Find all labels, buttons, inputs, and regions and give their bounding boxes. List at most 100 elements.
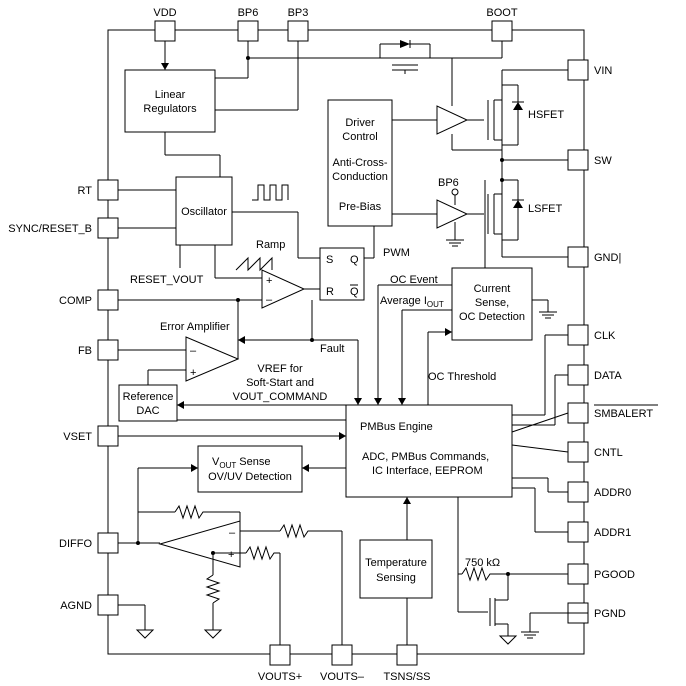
pin-clk [567, 324, 589, 346]
average-iout-main: Average I [380, 295, 427, 307]
pin-pgnd-label: PGND [594, 608, 626, 620]
pin-vin-label: VIN [594, 65, 612, 77]
pin-pgood [567, 563, 589, 585]
pin-vin [567, 59, 589, 81]
pin-data-label: DATA [594, 370, 622, 382]
latch-r: R [326, 286, 334, 298]
pmbus-engine-line2: ADC, PMBus Commands, [362, 451, 489, 463]
resistor-750k [461, 566, 508, 582]
oscillator-block [175, 176, 233, 246]
hsfet-label: HSFET [528, 109, 564, 121]
pin-smbalert-label: SMBALERT [594, 408, 653, 420]
pin-tsns-ss-label: TSNS/SS [383, 671, 430, 683]
diff-amp-plus: + [228, 549, 234, 561]
pin-agnd [97, 594, 119, 616]
pwm-label: PWM [383, 247, 410, 259]
diff-amp-feedback-resistor [174, 504, 240, 520]
differential-amplifier [158, 520, 241, 568]
lsfet-label: LSFET [528, 203, 563, 215]
vref-note-line3: VOUT_COMMAND [233, 391, 328, 403]
pin-fb [97, 339, 119, 361]
pin-vdd [154, 20, 176, 42]
sr-latch [319, 247, 365, 301]
vref-note-line2: Soft-Start and [246, 377, 314, 389]
driver-control-line2: Control [342, 131, 377, 143]
diff-amp-ground-resistor [205, 574, 221, 604]
oc-event-label: OC Event [390, 274, 438, 286]
pin-boot-label: BOOT [486, 7, 517, 19]
pin-vouts-plus [269, 644, 291, 666]
pin-bp6-label: BP6 [238, 7, 259, 19]
linear-regulators-line2: Regulators [143, 103, 197, 115]
pin-vset [97, 425, 119, 447]
pin-smbalert [567, 402, 589, 424]
left-pins: RT SYNC/RESET_B COMP FB VSET DIFFO AGND [8, 179, 119, 616]
pin-agnd-label: AGND [60, 600, 92, 612]
ramp-label: Ramp [256, 239, 285, 251]
pin-comp [97, 289, 119, 311]
vout-sense-block [197, 445, 303, 493]
vout-sense-line1: VOUT Sense [212, 456, 270, 470]
driver-control-line4: Conduction [332, 171, 388, 183]
pin-sw-label: SW [594, 155, 612, 167]
clock-waveform [252, 184, 289, 201]
pin-bp3 [287, 20, 309, 42]
hsfet-body-diode [513, 102, 523, 110]
pin-sw [567, 149, 589, 171]
pin-boot [491, 20, 513, 42]
error-amplifier-label: Error Amplifier [160, 321, 230, 333]
vout-sense-sub: OUT [219, 461, 236, 470]
ramp-waveform [235, 256, 273, 272]
error-amp-minus: – [190, 345, 197, 357]
pin-cntl-label: CNTL [594, 447, 623, 459]
vout-sense-word: Sense [236, 456, 270, 468]
pin-vouts-minus [331, 644, 353, 666]
driver-control-line3: Anti-Cross- [332, 157, 387, 169]
reference-dac-line1: Reference [123, 391, 174, 403]
pin-addr0 [567, 481, 589, 503]
pin-vouts-plus-label: VOUTS+ [258, 671, 302, 683]
pin-diffo [97, 532, 119, 554]
pwm-comparator-plus: + [266, 275, 272, 287]
oscillator-label: Oscillator [181, 206, 227, 218]
current-sense-line3: OC Detection [459, 311, 525, 323]
right-pins: VIN SW GND| CLK DATA SMBALERT CNTL ADDR0… [567, 59, 658, 624]
vdd-arrow [161, 63, 169, 70]
current-sense-line2: Sense, [475, 297, 509, 309]
pin-gnd [567, 246, 589, 268]
pin-rt [97, 179, 119, 201]
fault-label: Fault [320, 343, 344, 355]
error-amp-plus: + [190, 367, 196, 379]
pin-addr0-label: ADDR0 [594, 487, 631, 499]
lsfet-body-diode [513, 200, 523, 208]
pin-diffo-label: DIFFO [59, 538, 92, 550]
driver-control-line5: Pre-Bias [339, 201, 382, 213]
pin-sync-reset-label: SYNC/RESET_B [8, 223, 92, 235]
boot-diode [400, 40, 410, 48]
driver-control-line1: Driver [345, 117, 375, 129]
error-amplifier [185, 336, 240, 382]
pin-sync-reset [97, 217, 119, 239]
diff-amp-minus: – [229, 527, 236, 539]
vout-sense-line2: OV/UV Detection [208, 471, 292, 483]
driver-control-block [327, 99, 393, 227]
pin-vouts-minus-label: VOUTS– [320, 671, 365, 683]
pin-vdd-label: VDD [153, 7, 176, 19]
temperature-sensing-line2: Sensing [376, 572, 416, 584]
temperature-sensing-line1: Temperature [365, 557, 427, 569]
pin-gnd-label: GND| [594, 252, 621, 264]
reset-vout-label: RESET_VOUT [130, 274, 204, 286]
pin-bp3-label: BP3 [288, 7, 309, 19]
reference-dac-block [118, 384, 178, 422]
vref-note-line1: VREF for [257, 363, 303, 375]
vouts-minus-resistor [279, 523, 342, 539]
temperature-sensing-block [359, 539, 433, 599]
bp6-internal-label: BP6 [438, 177, 459, 189]
pin-addr1-label: ADDR1 [594, 527, 631, 539]
pin-comp-label: COMP [59, 295, 92, 307]
pin-fb-label: FB [78, 345, 92, 357]
pin-data [567, 364, 589, 386]
current-sense-block [451, 267, 533, 341]
linear-regulators-line1: Linear [155, 89, 186, 101]
